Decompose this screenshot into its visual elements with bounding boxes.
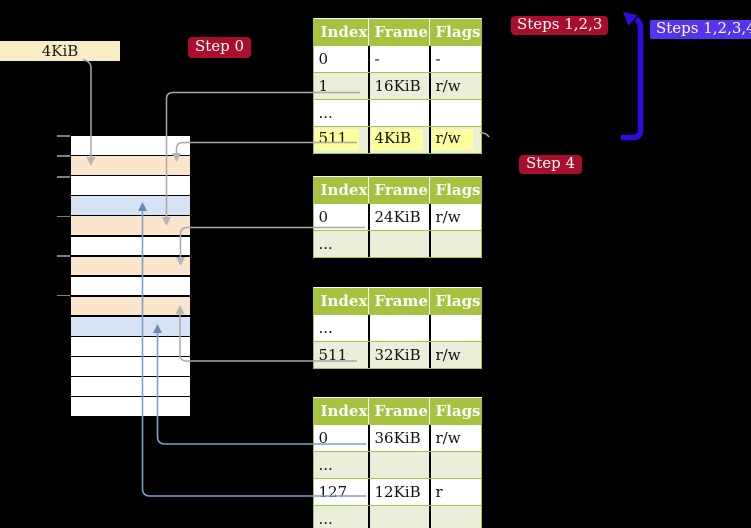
table-cell: 511 xyxy=(318,345,348,364)
address-tick xyxy=(57,294,70,296)
table-cell xyxy=(428,99,481,126)
header-cell: Flags xyxy=(428,18,481,45)
memory-frame-row xyxy=(71,357,190,376)
table-cell: ... xyxy=(318,318,333,337)
table-cell: 511 xyxy=(314,127,368,153)
table-cell: ... xyxy=(318,103,333,122)
table-cell: 36KiB xyxy=(367,424,429,451)
header-cell: Flags xyxy=(428,397,481,424)
memory-frame-row xyxy=(71,136,190,155)
table-row: 0 -- xyxy=(313,44,481,72)
table-cell: - xyxy=(367,45,429,72)
table-cell: r/w xyxy=(428,126,481,153)
address-tick xyxy=(57,155,70,157)
memory-frame-row xyxy=(71,256,190,276)
table-cell: ... xyxy=(318,234,333,253)
table-cell: r xyxy=(428,478,481,505)
header-cell: Frame xyxy=(367,397,429,424)
table-row: ... xyxy=(313,450,481,478)
memory-frame-row xyxy=(71,397,190,417)
table-cell: 12KiB xyxy=(367,478,429,505)
table-cell xyxy=(367,505,429,528)
table-cell xyxy=(428,230,481,257)
memory-frame-row xyxy=(71,377,190,396)
table-cell: 127 xyxy=(318,482,348,501)
memory-frame-row xyxy=(71,236,190,256)
steps-loop-arrow xyxy=(621,16,644,141)
table-cell xyxy=(428,314,481,341)
table-cell xyxy=(367,99,429,126)
steps123-badge: Steps 1,2,3 xyxy=(511,16,609,35)
table-cell: r/w xyxy=(428,203,481,230)
table-cell: r/w xyxy=(428,424,481,451)
memory-frame-row xyxy=(71,316,190,336)
frame-size-label: 4KiB xyxy=(0,41,120,61)
address-tick xyxy=(57,135,70,137)
step0-badge: Step 0 xyxy=(188,37,252,58)
memory-column xyxy=(71,136,190,417)
table-row: ... xyxy=(313,313,481,341)
address-tick xyxy=(57,176,70,178)
table-cell: 0 xyxy=(318,49,329,68)
memory-frame-row xyxy=(71,296,190,316)
header-cell: Flags xyxy=(428,176,481,203)
table-cell: 1 xyxy=(318,76,329,95)
table-cell xyxy=(367,230,429,257)
table-cell: 32KiB xyxy=(367,341,429,368)
table-cell: 24KiB xyxy=(367,203,429,230)
header-cell: Index xyxy=(320,291,368,310)
address-tick xyxy=(57,255,70,257)
header-cell: Index xyxy=(320,401,368,420)
table-row: ... xyxy=(313,504,481,528)
memory-frame-row xyxy=(71,337,190,356)
table-row: ... xyxy=(313,229,481,257)
table-cell: r/w xyxy=(428,341,481,368)
table-cell: 16KiB xyxy=(367,72,429,99)
table-cell: 0 xyxy=(318,207,329,226)
header-cell: Flags xyxy=(428,287,481,314)
step4-badge: Step 4 xyxy=(519,155,583,174)
header-cell: Index xyxy=(320,180,368,199)
arrowhead-up-left-icon xyxy=(623,12,638,26)
table-row: ... xyxy=(313,98,481,126)
table-cell: ... xyxy=(318,509,333,528)
memory-frame-row xyxy=(71,276,190,296)
table-cell xyxy=(367,314,429,341)
table-cell: - xyxy=(428,45,481,72)
memory-frame-row xyxy=(71,156,190,175)
steps1234-badge: Steps 1,2,3,4 xyxy=(650,20,751,39)
address-tick xyxy=(57,215,70,217)
memory-frame-row xyxy=(71,216,190,236)
table-cell xyxy=(367,451,429,478)
header-cell: Index xyxy=(320,22,368,41)
header-cell: Frame xyxy=(367,176,429,203)
header-cell: Frame xyxy=(367,287,429,314)
table-cell: 0 xyxy=(318,428,329,447)
table-cell: ... xyxy=(318,455,333,474)
memory-frame-row xyxy=(71,176,190,195)
header-cell: Frame xyxy=(367,18,429,45)
memory-frame-row xyxy=(71,196,190,215)
table-cell xyxy=(428,505,481,528)
table-cell: 4KiB xyxy=(367,126,429,153)
table-cell: r/w xyxy=(428,72,481,99)
table-cell xyxy=(428,451,481,478)
